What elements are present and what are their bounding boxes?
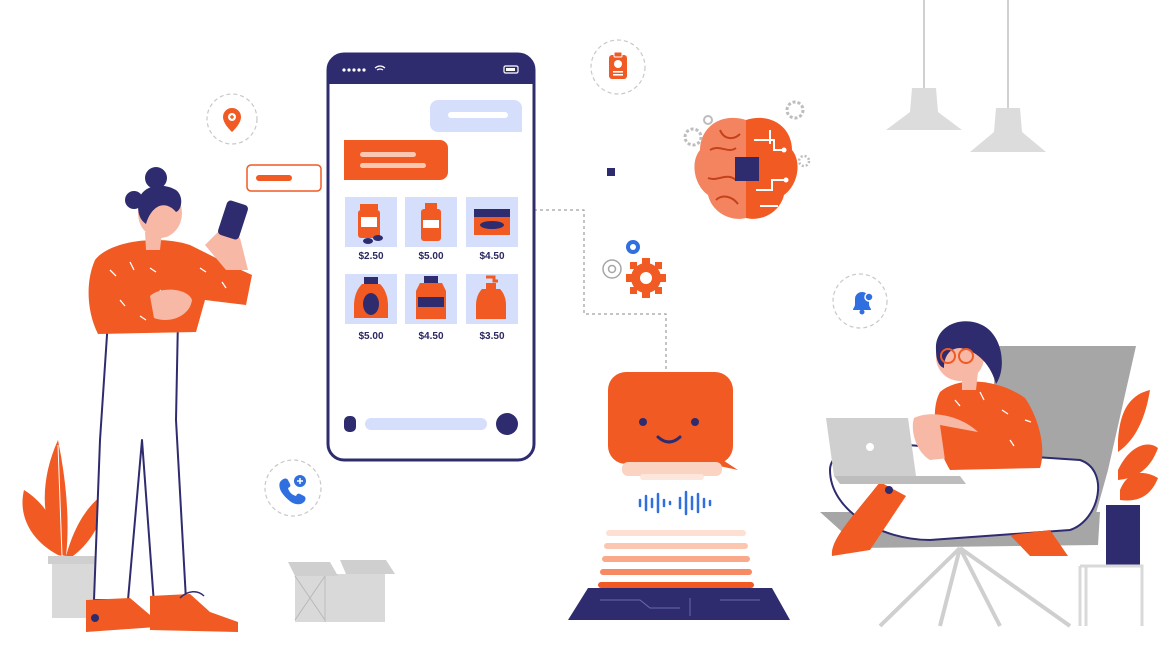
battery-icon [503, 65, 519, 74]
gears-icon [602, 240, 666, 298]
woman-seated-with-laptop [826, 321, 1099, 556]
syrup-bottle-icon [354, 277, 388, 318]
message-tag [246, 164, 322, 192]
phone-input-bar[interactable] [344, 413, 518, 435]
signal-dots-icon [342, 68, 366, 72]
incoming-message-bubble [430, 100, 522, 132]
small-square-marker [607, 168, 615, 176]
medicine-bottle-icon [421, 203, 441, 241]
phone-status-bar [342, 65, 519, 74]
phone-call-plus-icon [264, 459, 322, 517]
notification-bell-icon [832, 273, 888, 329]
ointment-jar-icon [474, 209, 510, 235]
send-button[interactable] [496, 413, 518, 435]
wifi-icon [374, 65, 386, 71]
lotion-pump-bottle-icon [476, 275, 506, 319]
tonic-bottle-icon [416, 276, 446, 319]
attach-button[interactable] [344, 416, 356, 432]
voice-wave-icon [638, 490, 712, 516]
cardboard-box [288, 560, 395, 622]
pill-bottle-with-pills-icon [358, 204, 383, 244]
location-pin-plus-icon [206, 93, 258, 145]
medical-clipboard-icon [590, 39, 646, 95]
pendant-lamps [886, 0, 1046, 152]
plant-right [1078, 390, 1158, 626]
outgoing-message-bubble [344, 140, 448, 180]
message-input[interactable] [365, 418, 487, 430]
chatbot-smiley-bubble-icon [608, 372, 738, 480]
woman-standing-with-phone [86, 167, 252, 632]
ai-brain-chip-icon [683, 100, 811, 219]
hologram-projector [568, 530, 790, 620]
